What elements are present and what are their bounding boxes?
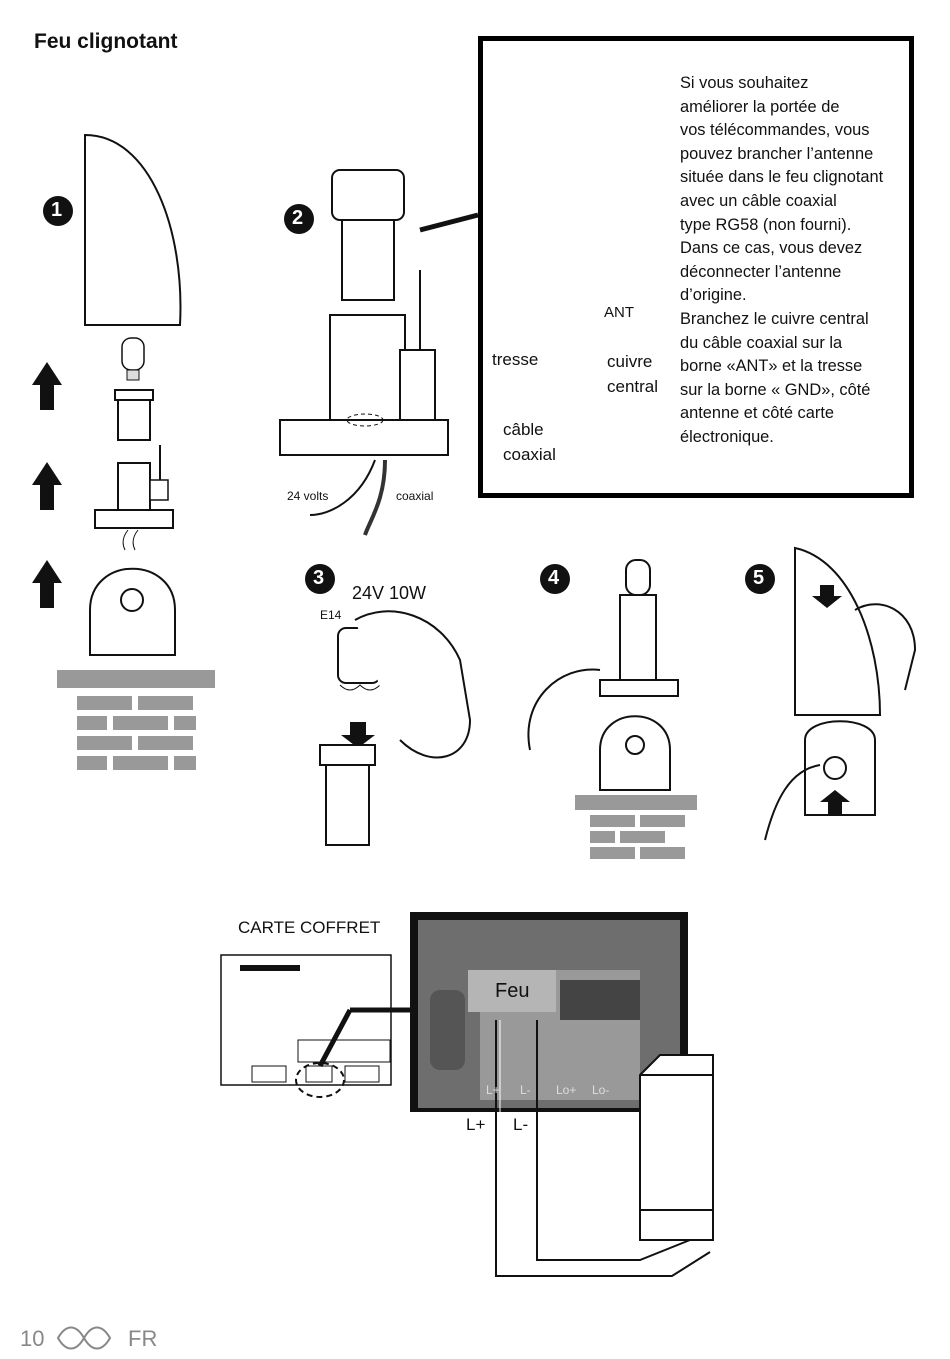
label-central: central bbox=[607, 377, 659, 396]
terminal-mark-lominus: Lo- bbox=[592, 1083, 610, 1097]
step4-number: 4 bbox=[548, 567, 560, 589]
socket bbox=[117, 394, 151, 441]
antenna-info-box bbox=[478, 36, 914, 498]
label-24-volts: 24 volts bbox=[287, 489, 329, 503]
step2-illustration bbox=[279, 169, 479, 536]
page-title: Feu clignotant bbox=[34, 30, 178, 53]
base-plate bbox=[94, 509, 174, 529]
step5-illustration bbox=[745, 546, 917, 841]
terminal-mark-lplus: L+ bbox=[486, 1083, 500, 1097]
up-arrows bbox=[32, 362, 62, 608]
step3-illustration bbox=[305, 564, 472, 846]
lamp-housing bbox=[639, 1054, 714, 1241]
control-board bbox=[220, 954, 415, 1098]
brand-logo-icon bbox=[56, 1326, 112, 1350]
label-coaxial-wire: coaxial bbox=[396, 489, 434, 503]
bulb bbox=[121, 337, 145, 371]
label-cable: câble bbox=[503, 420, 544, 439]
step1-number: 1 bbox=[51, 199, 63, 221]
terminal-feu-label: Feu bbox=[495, 980, 530, 1002]
label-coaxial: coaxial bbox=[503, 445, 556, 464]
step1-badge bbox=[43, 196, 73, 226]
label-ant: ANT bbox=[604, 304, 634, 321]
terminal-photo bbox=[410, 912, 688, 1112]
step2-number: 2 bbox=[292, 207, 304, 229]
label-tresse: tresse bbox=[492, 350, 539, 369]
step1-illustration bbox=[32, 133, 215, 770]
antenna-description: Si vous souhaitez améliorer la portée de… bbox=[680, 74, 884, 446]
lamp-cover bbox=[84, 133, 182, 326]
socket-type: E14 bbox=[320, 608, 342, 622]
step5-number: 5 bbox=[753, 567, 765, 589]
terminal-mark-loplus: Lo+ bbox=[556, 1083, 577, 1097]
label-cuivre: cuivre bbox=[607, 352, 653, 371]
board-title: CARTE COFFRET bbox=[238, 918, 381, 937]
wire-label-plus: L+ bbox=[466, 1115, 486, 1134]
step4-illustration bbox=[527, 559, 697, 859]
step3-number: 3 bbox=[313, 567, 325, 589]
page-number: 10 bbox=[20, 1326, 45, 1351]
bulb-spec: 24V 10W bbox=[352, 583, 427, 603]
language-code: FR bbox=[128, 1326, 158, 1351]
terminal-mark-lminus: L- bbox=[520, 1083, 531, 1097]
wiring bbox=[495, 1020, 711, 1277]
wire-label-minus: L- bbox=[513, 1115, 529, 1134]
